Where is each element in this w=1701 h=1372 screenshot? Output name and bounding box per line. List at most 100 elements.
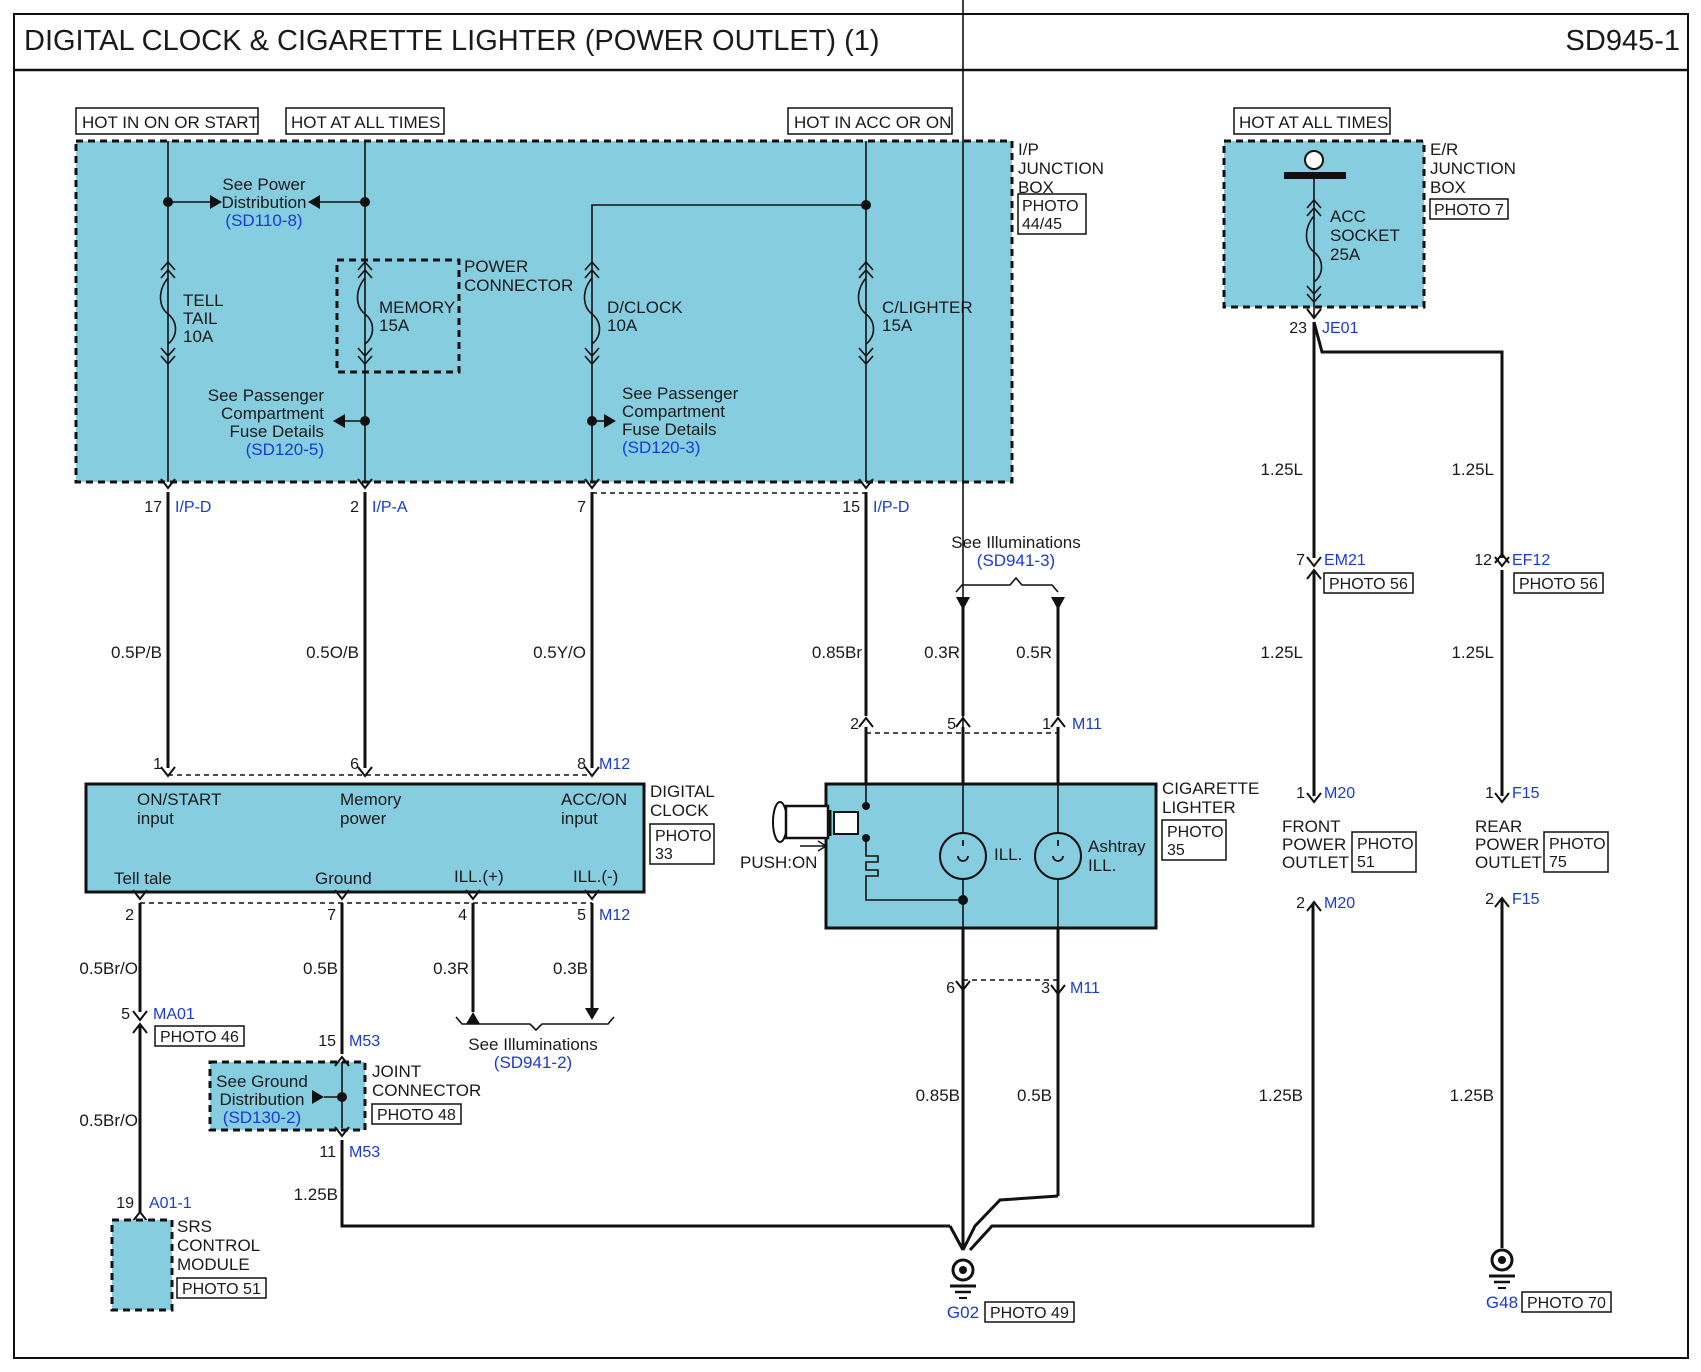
conn-ef12-photo: PHOTO 56 — [1513, 572, 1604, 594]
digital-clock-pin-tell-tale: Tell tale — [114, 869, 172, 888]
page-title: DIGITAL CLOCK & CIGARETTE LIGHTER (POWER… — [24, 25, 880, 57]
conn-a01-1-code: A01-1 — [149, 1195, 192, 1212]
wire-label-l-125-a: 1.25L — [1260, 460, 1303, 479]
wire-label-b-085: 0.85B — [916, 1086, 960, 1105]
arrow-icon — [308, 195, 320, 209]
wire-label-b-125-b: 1.25B — [1259, 1086, 1303, 1105]
conn-m12-code-top: M12 — [599, 756, 630, 773]
ref-ground-distribution-code[interactable]: (SD130-2) — [223, 1108, 301, 1127]
er-junction-box-photo: PHOTO 7 — [1429, 198, 1509, 220]
conn-m11-bottom-code: M11 — [1070, 980, 1100, 997]
splice-dot — [861, 200, 871, 210]
arrow-icon — [604, 414, 616, 428]
conn-m53-top-pin: 15 — [318, 1033, 336, 1050]
conn-f15-top-pin: 1 — [1485, 785, 1494, 802]
srs-control-module — [110, 1218, 174, 1312]
wire-label-l-125-c: 1.25L — [1260, 643, 1303, 662]
er-junction-box — [1222, 139, 1426, 309]
ref-illuminations-bottom-code[interactable]: (SD941-2) — [494, 1053, 572, 1072]
conn-ipd-17-pin: 17 — [144, 499, 162, 516]
srs-control-module-photo: PHOTO 51 — [176, 1277, 267, 1299]
arrow-icon — [1051, 597, 1065, 610]
wire-label-b-05-a: 0.5B — [303, 959, 338, 978]
conn-m20-bottom-pin: 2 — [1296, 895, 1305, 912]
wire-label-br-085: 0.85Br — [812, 643, 862, 662]
conn-ma01-pin: 5 — [121, 1006, 130, 1023]
svg-text:PHOTO 48: PHOTO 48 — [377, 1107, 456, 1124]
wire-label-l-125-b: 1.25L — [1451, 460, 1494, 479]
power-label-hot-all-times: HOT AT ALL TIMES — [285, 107, 445, 135]
conn-m12-bottom-code: M12 — [599, 907, 630, 924]
conn-ef12-pin: 12 — [1474, 552, 1492, 569]
conn-f15-bottom-code: F15 — [1512, 891, 1540, 908]
wire-label-r-03-b: 0.3R — [433, 959, 469, 978]
svg-text:HOT IN ACC OR ON: HOT IN ACC OR ON — [794, 113, 951, 132]
svg-text:PHOTO 70: PHOTO 70 — [1527, 1295, 1606, 1312]
conn-m11-bottom-pin6: 6 — [946, 980, 955, 997]
lighter-push-on: PUSH:ON — [740, 853, 817, 872]
arrow-icon — [210, 195, 222, 209]
conn-a01-1-pin: 19 — [116, 1195, 134, 1212]
conn-m12-pin6: 6 — [350, 756, 359, 773]
ip-junction-box-label: I/P JUNCTION BOX — [1018, 140, 1109, 197]
conn-em21-code: EM21 — [1324, 552, 1366, 569]
conn-m20-top-code: M20 — [1324, 785, 1355, 802]
conn-em21-photo: PHOTO 56 — [1323, 572, 1414, 594]
wire-label-b-125-c: 1.25B — [1450, 1086, 1494, 1105]
svg-text:PHOTO 49: PHOTO 49 — [990, 1305, 1069, 1322]
wire-label-r-03-a: 0.3R — [924, 643, 960, 662]
ground-g02-code: G02 — [947, 1303, 979, 1322]
conn-ma01-code: MA01 — [153, 1006, 195, 1023]
ref-illuminations-top-code[interactable]: (SD941-3) — [977, 551, 1055, 570]
ground-g48-photo: PHOTO 70 — [1521, 1291, 1612, 1313]
wire-label-b-03: 0.3B — [553, 959, 588, 978]
ref-illuminations-bottom[interactable]: See Illuminations — [468, 1035, 597, 1054]
svg-text:HOT AT ALL TIMES: HOT AT ALL TIMES — [291, 113, 440, 132]
conn-m11-top-code: M11 — [1072, 716, 1102, 733]
ref-power-distribution-code[interactable]: (SD110-8) — [225, 211, 302, 230]
conn-m12-pin1: 1 — [153, 756, 162, 773]
wire-label-l-125-d: 1.25L — [1451, 643, 1494, 662]
svg-text:PHOTO 56: PHOTO 56 — [1329, 576, 1408, 593]
ref-illuminations-top[interactable]: See Illuminations — [951, 533, 1080, 552]
wire-label-y-o: 0.5Y/O — [533, 643, 586, 662]
outer-frame — [13, 13, 1689, 1359]
ground-g02-photo: PHOTO 49 — [984, 1301, 1075, 1323]
ref-passenger-fuse-left-code[interactable]: (SD120-5) — [246, 440, 324, 459]
conn-ipd-17-code: I/P-D — [175, 499, 211, 516]
page-code: SD945-1 — [1566, 25, 1680, 57]
digital-clock-body — [84, 782, 646, 894]
conn-f15-bottom-pin: 2 — [1485, 891, 1494, 908]
conn-ma01-photo: PHOTO 46 — [154, 1025, 245, 1047]
conn-m11-top-pin2: 2 — [850, 716, 859, 733]
ref-passenger-fuse-right-code[interactable]: (SD120-3) — [622, 438, 700, 457]
power-label-hot-acc-on: HOT IN ACC OR ON — [787, 107, 953, 135]
arrow-icon — [466, 1012, 480, 1024]
splice-dot — [958, 895, 968, 905]
